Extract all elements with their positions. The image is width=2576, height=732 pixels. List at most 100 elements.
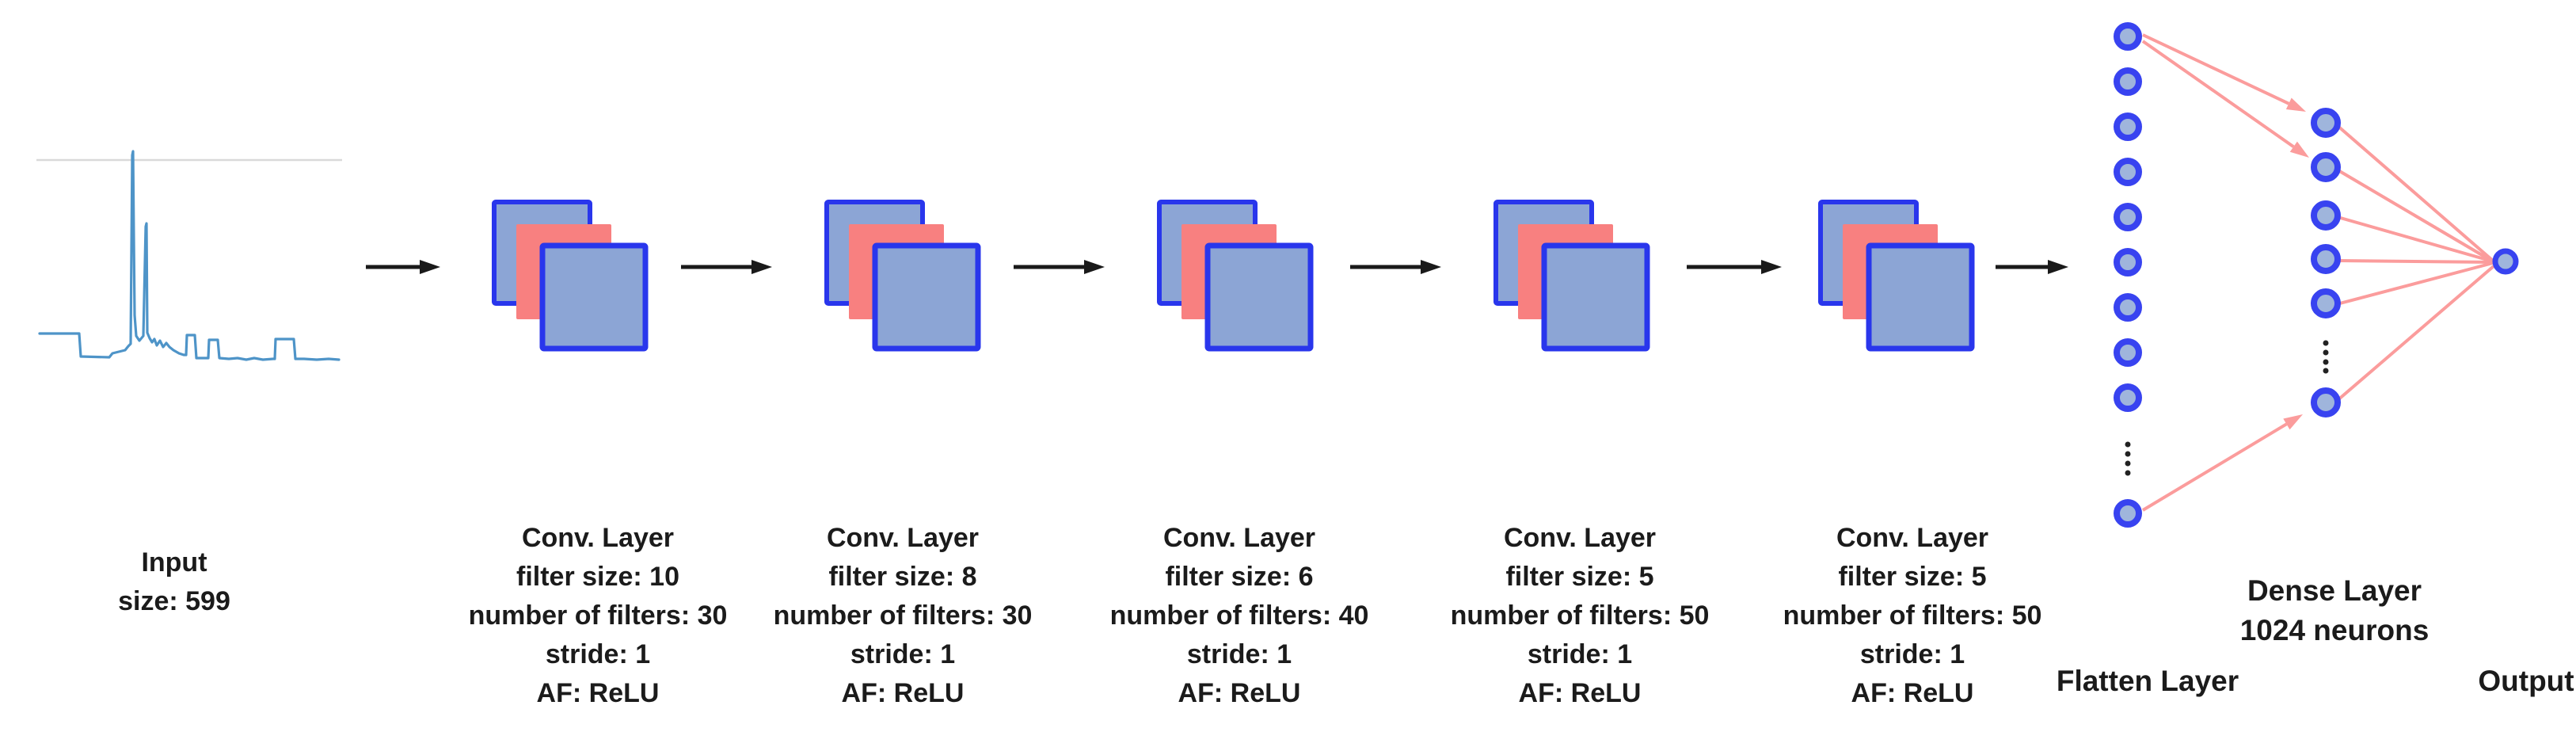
- input-label-title: Input: [141, 547, 207, 578]
- flow-arrow-head: [420, 260, 440, 274]
- flow-arrow-head: [2048, 260, 2068, 274]
- flatten-neuron: [2114, 383, 2142, 412]
- flow-arrow: [681, 260, 772, 274]
- conv-layer-4-title: Conv. Layer: [1504, 523, 1656, 553]
- conv-layer-5-param: filter size: 5: [1838, 562, 1986, 592]
- dense-layer-neurons: [2311, 108, 2341, 417]
- conv-layer-1-param: filter size: 10: [516, 562, 679, 592]
- conv-layer-1-param: stride: 1: [546, 639, 650, 669]
- filter-square-front: [1866, 242, 1975, 352]
- flatten-neuron: [2114, 112, 2142, 141]
- ellipsis-dot: [2125, 470, 2131, 476]
- output-neuron: [2492, 248, 2519, 275]
- flow-arrow-head: [1421, 260, 1441, 274]
- flatten-neuron: [2114, 22, 2142, 51]
- diagram-labels: Input size: 599 Conv. Layer filter size: 10…: [118, 523, 2574, 708]
- connection-arrow-head: [2285, 97, 2306, 112]
- flow-arrow-head: [1761, 260, 1782, 274]
- conv-layer-4-param: number of filters: 50: [1451, 600, 1710, 631]
- conv-layer-5-stack: [1818, 200, 1975, 352]
- dense-to-output-connection: [2335, 168, 2494, 263]
- connection-line: [2141, 40, 2295, 148]
- dense-neuron: [2311, 108, 2341, 138]
- conv-layer-2-param: AF: ReLU: [842, 678, 965, 708]
- flatten-neuron: [2114, 67, 2142, 96]
- ellipsis-dot: [2323, 368, 2329, 374]
- conv-layer-5-title: Conv. Layer: [1836, 523, 1988, 553]
- flatten-layer-label: Flatten Layer: [2057, 665, 2239, 697]
- dense-neuron: [2311, 387, 2341, 417]
- conv-layer-2-param: stride: 1: [850, 639, 955, 669]
- filter-square-front: [1204, 242, 1314, 352]
- filter-square-front: [872, 242, 981, 352]
- flow-arrow: [1687, 260, 1782, 274]
- flatten-neuron: [2114, 499, 2142, 528]
- input-signal-plot: [36, 150, 342, 361]
- dense-to-output-connection: [2337, 259, 2494, 264]
- flatten-neuron: [2114, 293, 2142, 322]
- conv-layer-5-param: number of filters: 50: [1783, 600, 2042, 631]
- conv-layer-2-param: filter size: 8: [828, 562, 976, 592]
- dense-to-output-connection: [2336, 261, 2494, 306]
- conv-layer-1-param: AF: ReLU: [537, 678, 660, 708]
- output-neuron-group: [2492, 248, 2519, 275]
- ellipsis-dot: [2323, 340, 2329, 346]
- filter-square-front: [539, 242, 649, 352]
- dense-to-output-connection: [2335, 124, 2494, 262]
- dense-neuron: [2311, 288, 2341, 318]
- connection-line: [2141, 422, 2288, 512]
- conv-layer-3-param: stride: 1: [1187, 639, 1292, 669]
- dense-neuron: [2311, 152, 2341, 182]
- neuron-connections: [2141, 33, 2495, 512]
- flatten-neuron: [2114, 203, 2142, 231]
- conv-layer-3-param: AF: ReLU: [1178, 678, 1301, 708]
- conv-layer-2-stack: [824, 200, 981, 352]
- conv-layer-4-stack: [1493, 200, 1650, 352]
- flatten-neuron: [2114, 158, 2142, 186]
- connection-line: [2142, 33, 2290, 105]
- conv-layer-4-param: filter size: 5: [1505, 562, 1653, 592]
- conv-layer-1-stack: [492, 200, 649, 352]
- flow-arrow: [1350, 260, 1441, 274]
- ellipsis-dot: [2125, 441, 2131, 448]
- input-label-size: size: 599: [118, 586, 230, 616]
- dense-neuron: [2311, 244, 2341, 274]
- flatten-layer-neurons: [2114, 22, 2142, 528]
- conv-layer-3-stack: [1157, 200, 1314, 352]
- flow-arrow: [1014, 260, 1105, 274]
- conv-layer-3-param: filter size: 6: [1165, 562, 1313, 592]
- input-signal-polyline: [38, 150, 341, 361]
- ellipsis-dot: [2125, 451, 2131, 457]
- ellipsis-dot: [2323, 359, 2329, 365]
- conv-layer-stacks: [492, 200, 1975, 352]
- flatten-neuron: [2114, 338, 2142, 367]
- flatten-neuron: [2114, 248, 2142, 276]
- flow-arrow: [366, 260, 440, 274]
- conv-layer-2-title: Conv. Layer: [827, 523, 979, 553]
- conv-layer-1-param: number of filters: 30: [469, 600, 728, 631]
- ellipsis-dot: [2323, 349, 2329, 356]
- conv-layer-1-title: Conv. Layer: [522, 523, 674, 553]
- flow-arrow-head: [1084, 260, 1105, 274]
- ellipsis-dot: [2125, 460, 2131, 467]
- conv-layer-3-title: Conv. Layer: [1163, 523, 1315, 553]
- flow-arrow-head: [751, 260, 772, 274]
- flatten-to-dense-connection: [2141, 40, 2309, 158]
- flatten-to-dense-connection: [2142, 33, 2306, 112]
- filter-square-front: [1541, 242, 1650, 352]
- conv-layer-5-param: AF: ReLU: [1851, 678, 1974, 708]
- connection-arrow-head: [2283, 414, 2303, 430]
- dense-layer-label: Dense Layer: [2247, 574, 2422, 607]
- conv-layer-3-param: number of filters: 40: [1110, 600, 1369, 631]
- dense-to-output-connection: [2337, 215, 2494, 263]
- connection-arrow-head: [2289, 141, 2309, 158]
- conv-layer-5-param: stride: 1: [1860, 639, 1965, 669]
- dense-layer-neuron-count: 1024 neurons: [2240, 614, 2430, 646]
- flow-arrows: [366, 260, 2068, 274]
- flow-arrow: [1996, 260, 2068, 274]
- conv-layer-2-param: number of filters: 30: [774, 600, 1033, 631]
- output-label: Output: [2478, 665, 2574, 697]
- dense-neuron: [2311, 200, 2341, 231]
